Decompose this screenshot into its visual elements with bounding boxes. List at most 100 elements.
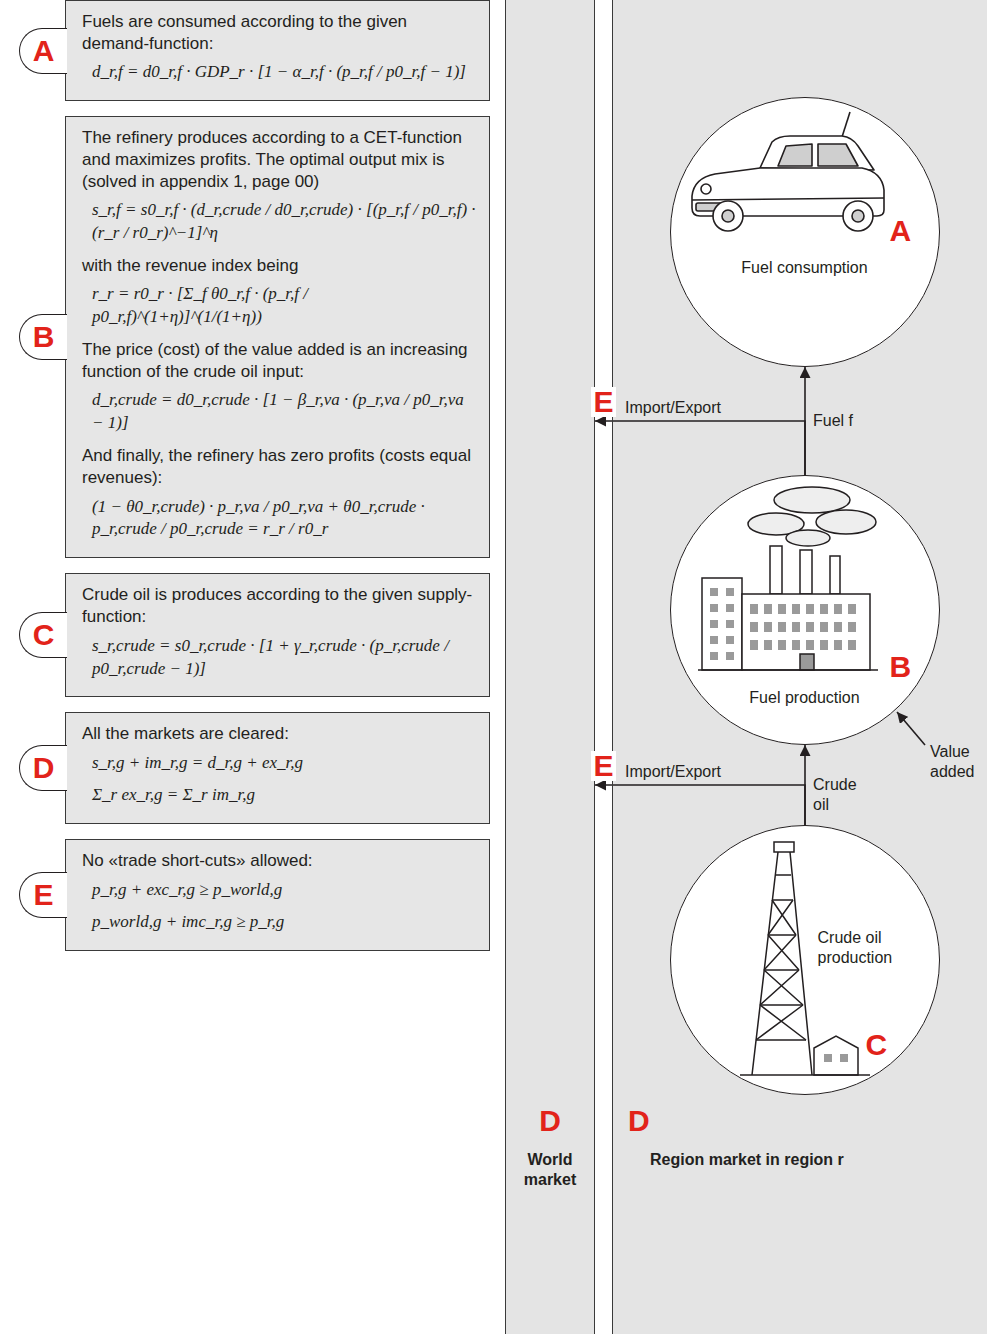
text-slot: A (890, 216, 912, 246)
band-fill (612, 0, 987, 1334)
car-illustration-part (818, 144, 858, 166)
refinery-illustration-part (770, 546, 782, 594)
stage-label: World market (507, 1150, 593, 1190)
description-text: Fuels are consumed according to the give… (82, 11, 477, 55)
refinery-illustration-part (800, 654, 814, 670)
car-illustration-part (852, 210, 864, 222)
stage-label: Fuel production (705, 688, 905, 708)
description-text: All the markets are cleared: (82, 723, 477, 745)
text-slot: Import/Export (625, 762, 721, 782)
callout-letter: D (628, 1106, 650, 1136)
refinery-illustration-part (830, 556, 840, 594)
text-slot: Crude oil production (818, 928, 910, 968)
callout-letter: E (591, 751, 615, 781)
car-illustration-part (778, 144, 812, 166)
text-slot: Value added (930, 742, 986, 782)
equation-text: p_world,g + imc_r,g ≥ p_r,g (82, 911, 477, 934)
stage-circle: B Fuel production (670, 475, 940, 745)
text-slot: E (591, 751, 615, 781)
description-text: No «trade short-cuts» allowed: (82, 850, 477, 872)
circle-fill (670, 825, 940, 1095)
equation-box: CCrude oil is produces according to the … (65, 573, 490, 697)
refinery-illustration-part (742, 594, 870, 670)
stage-label: Crude oil production (818, 928, 910, 968)
callout-letter: A (890, 216, 912, 246)
stage-label: Region market in region r (650, 1150, 950, 1170)
car-illustration-part (713, 201, 743, 231)
letter-tab: C (19, 612, 67, 658)
oil-derrick-illustration-part (740, 1074, 870, 1076)
description-text: The price (cost) of the value added is a… (82, 339, 477, 383)
oil-derrick-illustration-part (814, 1036, 858, 1075)
leader-arrow (897, 712, 925, 745)
callout-letter: E (591, 387, 615, 417)
text-slot: Fuel consumption (705, 258, 905, 278)
refinery-illustration-part (800, 550, 812, 594)
equation-text: r_r = r0_r · [Σ_f θ0_r,f · (p_r,f / p0_r… (82, 283, 477, 329)
letter-tab: B (19, 314, 67, 360)
refinery-illustration-part (750, 604, 856, 650)
equation-text: d_r,crude = d0_r,crude · [1 − β_r,va · (… (82, 389, 477, 435)
car-illustration-part (760, 136, 874, 170)
equation-text: s_r,f = s0_r,f · (d_r,crude / d0_r,crude… (82, 199, 477, 245)
refinery-illustration-part (698, 669, 878, 671)
text-slot: Import/Export (625, 398, 721, 418)
car-illustration-part (842, 112, 850, 137)
market-band: DRegion market in region r A Fuel consumpt… (612, 0, 987, 1334)
callout-letter: C (866, 1030, 888, 1060)
car-illustration-part (692, 198, 884, 200)
callout-letter: E (33, 880, 53, 910)
refinery-illustration-part (702, 578, 742, 670)
edge-label: Import/Export (625, 762, 721, 782)
equation-box: AFuels are consumed according to the giv… (65, 0, 490, 101)
band-fill (505, 0, 595, 1334)
equation-text: d_r,f = d0_r,f · GDP_r · [1 − α_r,f · (p… (82, 61, 477, 84)
oil-derrick-illustration-part (752, 852, 812, 1075)
description-text: Crude oil is produces according to the g… (82, 584, 477, 628)
refinery-illustration-part (774, 487, 850, 513)
car-illustration (692, 112, 884, 231)
edge-label: Import/Export (625, 398, 721, 418)
flow-arrow (595, 785, 805, 825)
letter-tab: A (19, 28, 67, 74)
stage-circle: A Fuel consumption (670, 97, 940, 367)
flow-arrow (595, 421, 805, 475)
letter-tab: D (19, 745, 67, 791)
callout-letter: A (33, 36, 55, 66)
stage-circle: Crude oil productionC (670, 825, 940, 1095)
car-illustration-part (701, 184, 711, 194)
refinery-illustration-part (710, 588, 734, 660)
text-slot: Region market in region r (650, 1150, 950, 1170)
callout-letter: D (507, 1106, 593, 1136)
equation-text: (1 − θ0_r,crude) · p_r,va / p0_r,va + θ0… (82, 496, 477, 542)
callout-letter: B (890, 652, 912, 682)
oil-derrick-illustration-part (774, 842, 794, 852)
oil-derrick-illustration-part (756, 900, 806, 1040)
callout-letter: B (33, 322, 55, 352)
text-slot: Crude oil (813, 775, 869, 815)
oil-derrick-illustration-part (824, 1054, 832, 1062)
letter-tab: E (19, 872, 67, 918)
text-slot: World market (507, 1150, 593, 1190)
edge-label: Fuel f (813, 411, 853, 431)
description-text: And finally, the refinery has zero profi… (82, 445, 477, 489)
text-slot: B (890, 652, 912, 682)
refinery-illustration-part (786, 530, 830, 546)
circle-fill (670, 97, 940, 367)
car-illustration-part (843, 201, 873, 231)
stage-label: Fuel consumption (705, 258, 905, 278)
equation-box: ENo «trade short-cuts» allowed:p_r,g + e… (65, 839, 490, 951)
market-band: D World market (505, 0, 595, 1334)
oil-derrick-illustration-part (840, 1054, 848, 1062)
equation-box: DAll the markets are cleared:s_r,g + im_… (65, 712, 490, 824)
callout-letter: D (33, 753, 55, 783)
oil-derrick-illustration-part (756, 875, 806, 1040)
equation-box: BThe refinery produces according to a CE… (65, 116, 490, 558)
text-slot: Fuel production (705, 688, 905, 708)
refinery-illustration-part (816, 510, 876, 534)
text-slot: D (628, 1106, 650, 1136)
callout-letter: C (33, 620, 55, 650)
equation-text: Σ_r ex_r,g = Σ_r im_r,g (82, 784, 477, 807)
text-slot: C (866, 1030, 888, 1060)
car-illustration-part (722, 210, 734, 222)
